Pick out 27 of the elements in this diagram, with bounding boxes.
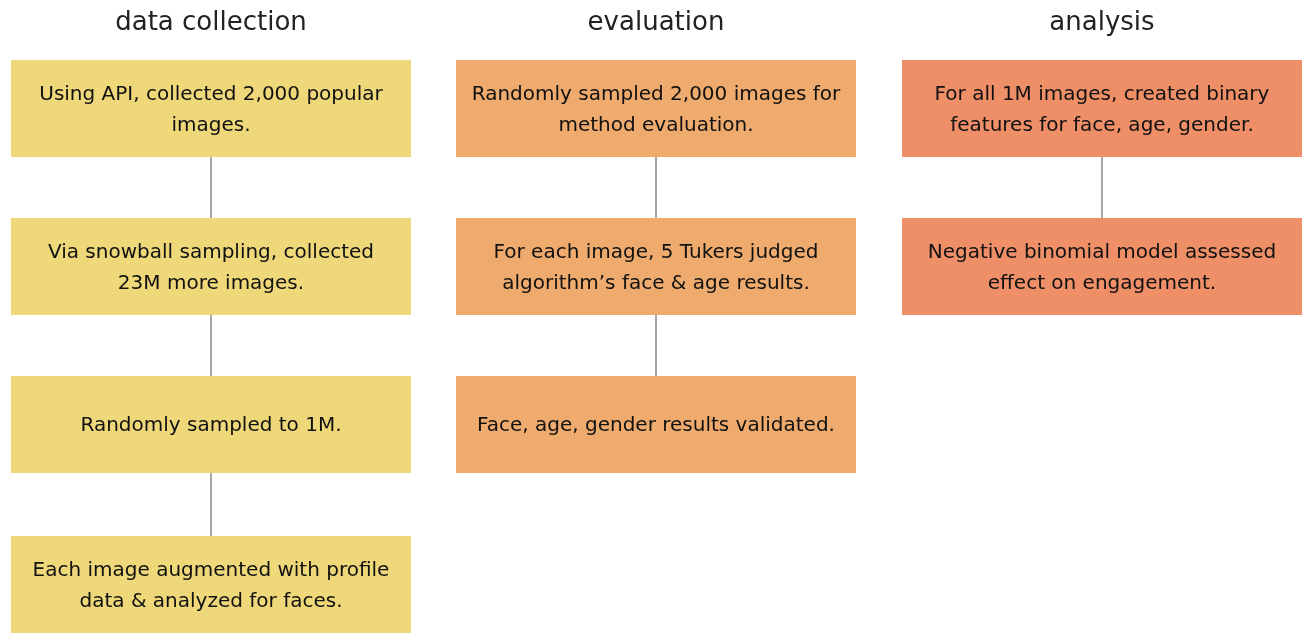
process-box: [456, 218, 856, 315]
step-text: Randomly sampled to 1M.: [80, 411, 342, 438]
step-text: Randomly sampled 2,000 images for method evaluation.: [470, 79, 842, 138]
process-box: [456, 60, 856, 157]
connector-line: [1101, 156, 1103, 219]
step-text: Negative binomial model assessed effect on engagement.: [926, 237, 1278, 296]
step-text: Each image augmented with profile data & analyzed for faces.: [31, 555, 391, 614]
process-box: [11, 536, 411, 633]
column-heading: evaluation: [586, 6, 726, 36]
connector-line: [210, 472, 212, 537]
step-text: For all 1M images, created binary features for face, age, gender.: [933, 79, 1271, 138]
process-box: [11, 218, 411, 315]
step-text: Face, age, gender results validated.: [477, 411, 835, 438]
connector-line: [210, 156, 212, 219]
column-heading: data collection: [114, 6, 308, 36]
column-heading: analysis: [1048, 6, 1156, 36]
step-text: Using API, collected 2,000 popular images.: [38, 79, 384, 138]
connector-line: [210, 314, 212, 377]
process-box: [456, 376, 856, 473]
connector-line: [655, 156, 657, 219]
process-box: [902, 60, 1302, 157]
process-box: [11, 376, 411, 473]
step-text: Via snowball sampling, collected 23M more images.: [46, 237, 376, 296]
process-box: [11, 60, 411, 157]
process-box: [902, 218, 1302, 315]
step-text: For each image, 5 Tukers judged algorithm’s face & age results.: [492, 237, 820, 296]
connector-line: [655, 314, 657, 377]
